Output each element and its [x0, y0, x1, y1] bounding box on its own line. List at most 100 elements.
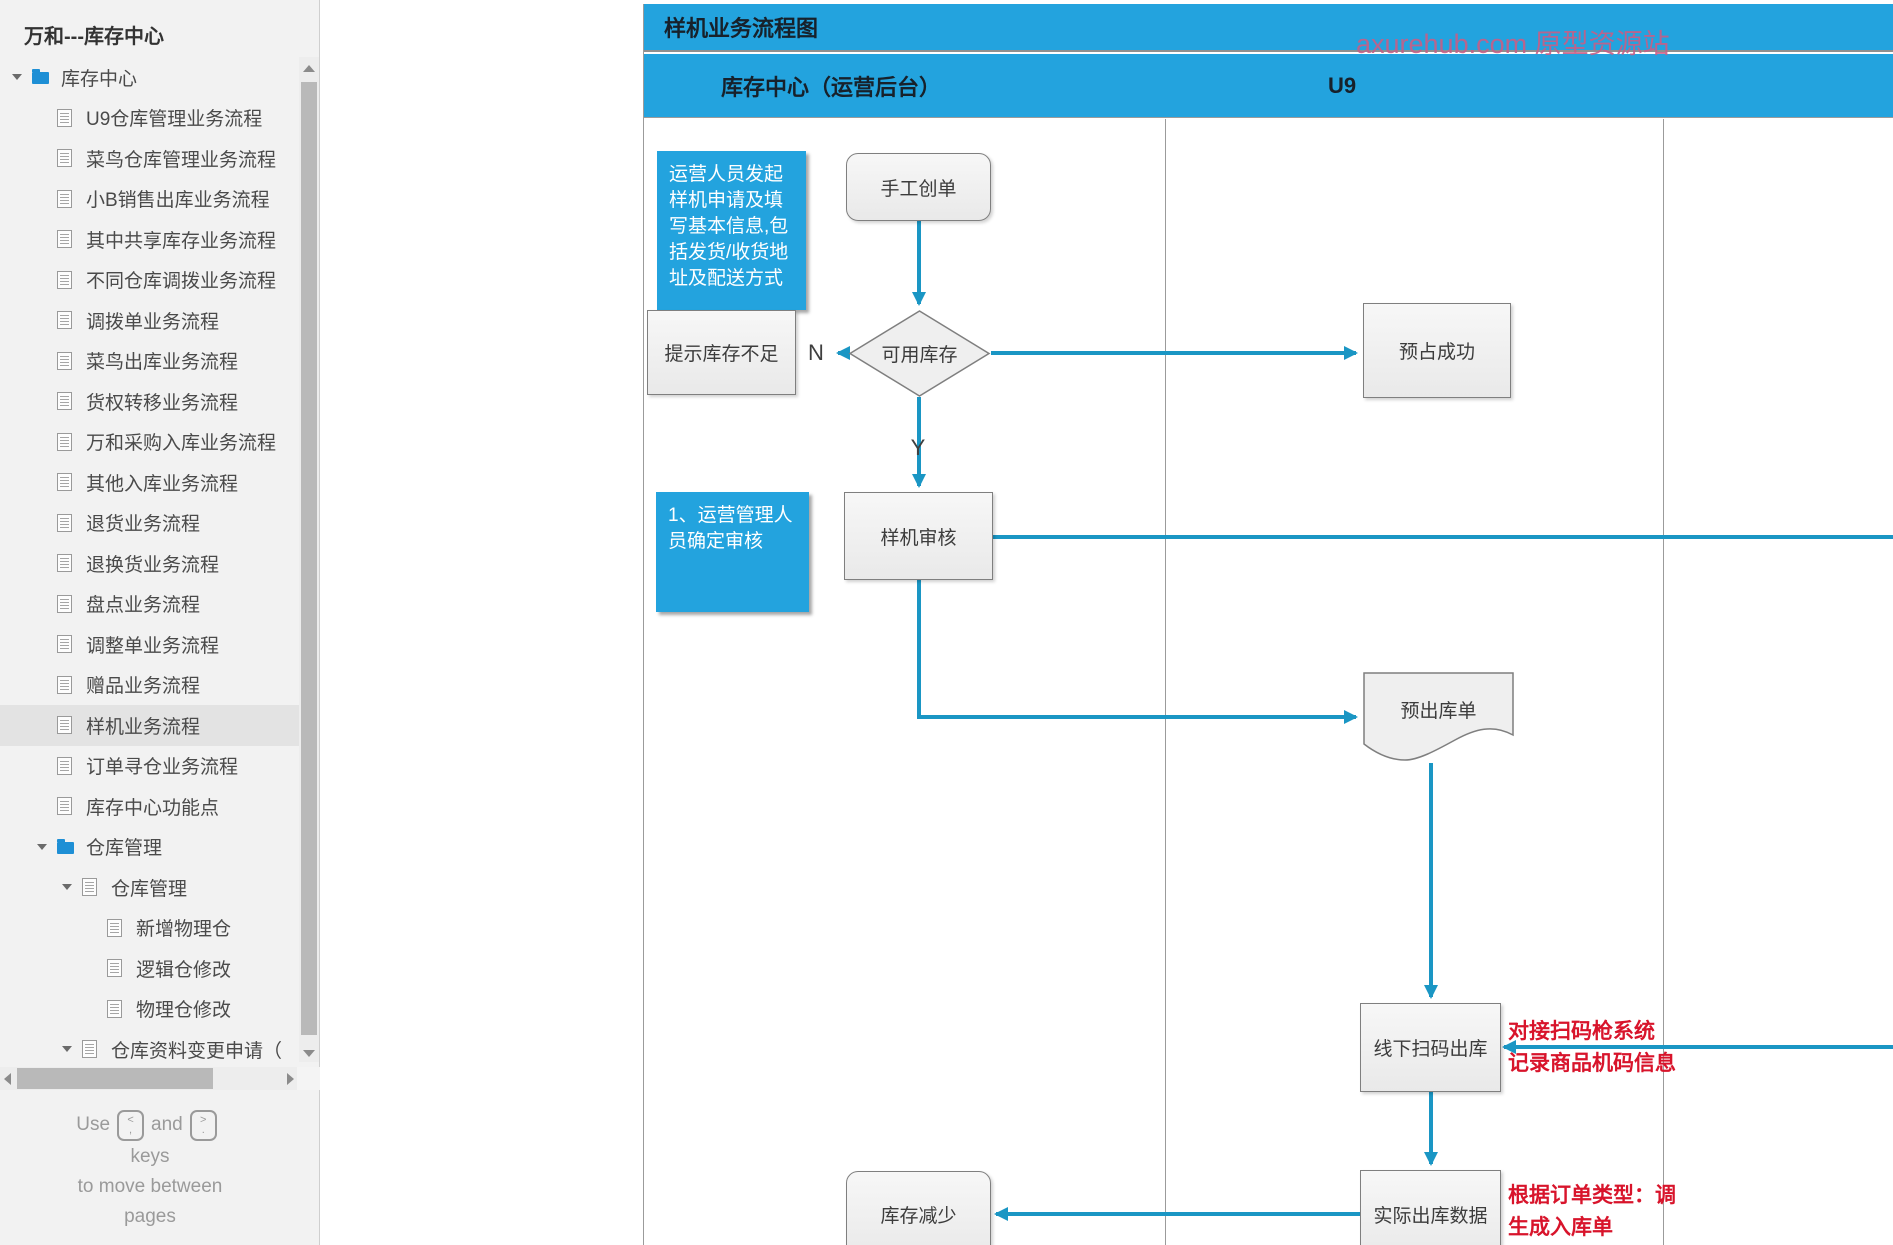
sidebar-tree-item[interactable]: 其中共享库存业务流程: [0, 219, 300, 260]
document-shape: [1363, 672, 1514, 761]
lane-header-u9: U9: [1327, 73, 1357, 98]
sidebar-tree-item[interactable]: 其他入库业务流程: [0, 462, 300, 503]
swimlane-header-row: [644, 54, 1893, 118]
diagram-title-bar: 样机业务流程图: [644, 4, 1893, 52]
flowchart-canvas: 样机业务流程图 库存中心（运营后台） U9 axurehub.com 原型资源站…: [643, 4, 1893, 1245]
diagram-title: 样机业务流程图: [664, 16, 819, 41]
sidebar-tree-item[interactable]: 赠品业务流程: [0, 665, 300, 706]
node-actual-outbound: 实际出库数据: [1360, 1170, 1501, 1245]
annotation-scan-gun: 对接扫码枪系统 记录商品机码信息: [1508, 1020, 1676, 1075]
branch-label-n: N: [808, 340, 824, 365]
hint-use-text: Use: [76, 1114, 111, 1135]
vertical-scrollbar-thumb[interactable]: [301, 82, 317, 1035]
sidebar-tree-item[interactable]: 菜鸟出库业务流程: [0, 341, 300, 382]
page-icon: [57, 797, 72, 816]
connector-layer: [836, 221, 1893, 1221]
node-insufficient-stock: 提示库存不足: [647, 310, 796, 395]
connector-review-to-preoutbound: [917, 580, 1358, 724]
scroll-up-icon[interactable]: [299, 61, 319, 75]
keyboard-navigation-hint: Use < , and > . keys to move between pag…: [0, 1108, 300, 1232]
node-stock-decrease: 库存减少: [846, 1171, 991, 1245]
sidebar-tree-item[interactable]: 样机业务流程: [0, 705, 300, 746]
page-tree: 库存中心 U9仓库管理业务流程 菜鸟仓库管理业务流程 小B销售出库业务流程 其中…: [0, 57, 300, 1070]
node-preempt-success: 预占成功: [1363, 303, 1511, 398]
scrollbar-corner: [297, 1067, 320, 1090]
node-offline-scan: 线下扫码出库: [1360, 1003, 1501, 1092]
page-icon: [57, 554, 72, 573]
sidebar-vertical-scrollbar[interactable]: [299, 57, 319, 1062]
page-icon: [107, 959, 122, 978]
sidebar-tree-item[interactable]: 不同仓库调拨业务流程: [0, 260, 300, 301]
page-icon: [82, 878, 97, 897]
sidebar: 万和---库存中心 库存中心 U9仓库管理业务流程 菜鸟仓库管理业务流程 小B销…: [0, 0, 320, 1245]
sidebar-tree-item[interactable]: 库存中心: [0, 57, 300, 98]
sidebar-tree-item[interactable]: 逻辑仓修改: [0, 948, 300, 989]
page-icon: [57, 594, 72, 613]
folder-icon: [32, 69, 49, 85]
sidebar-horizontal-scrollbar[interactable]: [0, 1067, 297, 1090]
sidebar-tree-item[interactable]: 仓库管理: [0, 867, 300, 908]
scroll-right-icon[interactable]: [283, 1067, 297, 1090]
lane-header-inventory-center: 库存中心（运营后台）: [720, 75, 942, 100]
period-key-icon: > .: [189, 1109, 217, 1141]
page-icon: [57, 149, 72, 168]
page-icon: [57, 513, 72, 532]
hint-line-pages: pages: [124, 1206, 176, 1227]
node-pre-outbound-doc: 预出库单: [1363, 672, 1514, 763]
page-icon: [107, 918, 122, 937]
hint-line-move: to move between: [77, 1176, 223, 1197]
sidebar-tree-item[interactable]: 仓库资料变更申请（: [0, 1029, 300, 1070]
folder-icon: [57, 838, 74, 854]
sidebar-tree-item[interactable]: 新增物理仓: [0, 908, 300, 949]
hint-and-text: and: [151, 1114, 183, 1135]
caret-down-icon[interactable]: [10, 74, 32, 80]
lane-divider-2: [1663, 119, 1664, 1245]
scroll-left-icon[interactable]: [0, 1067, 14, 1090]
sidebar-tree-item[interactable]: 小B销售出库业务流程: [0, 179, 300, 220]
project-title: 万和---库存中心: [24, 26, 164, 48]
node-available-stock-decision: 可用库存: [848, 310, 991, 397]
sidebar-tree-item[interactable]: 物理仓修改: [0, 989, 300, 1030]
diamond-shape: [848, 310, 991, 397]
caret-down-icon[interactable]: [60, 1046, 82, 1052]
page-icon: [57, 311, 72, 330]
page-icon: [57, 635, 72, 654]
page-icon: [57, 432, 72, 451]
sidebar-tree-item[interactable]: 万和采购入库业务流程: [0, 422, 300, 463]
note-sample-request: 运营人员发起样机申请及填写基本信息,包括发货/收货地址及配送方式: [657, 151, 806, 310]
lane-divider-1: [1165, 119, 1166, 1245]
sidebar-tree-item[interactable]: 库存中心功能点: [0, 786, 300, 827]
sidebar-tree-item[interactable]: 调整单业务流程: [0, 624, 300, 665]
page-icon: [57, 756, 72, 775]
node-sample-review: 样机审核: [844, 492, 993, 580]
sidebar-tree-item[interactable]: 退货业务流程: [0, 503, 300, 544]
page-icon: [57, 716, 72, 735]
page-icon: [82, 1040, 97, 1059]
page-icon: [57, 270, 72, 289]
page-icon: [57, 351, 72, 370]
page-icon: [57, 230, 72, 249]
sidebar-tree-item[interactable]: 菜鸟仓库管理业务流程: [0, 138, 300, 179]
page-icon: [57, 189, 72, 208]
sidebar-tree-item[interactable]: 调拨单业务流程: [0, 300, 300, 341]
page-icon: [57, 392, 72, 411]
sidebar-tree-item[interactable]: 退换货业务流程: [0, 543, 300, 584]
hint-line-keys: keys: [130, 1146, 170, 1167]
sidebar-tree-item[interactable]: 货权转移业务流程: [0, 381, 300, 422]
comma-key-icon: < ,: [117, 1109, 145, 1141]
sidebar-tree-item[interactable]: 仓库管理: [0, 827, 300, 868]
sidebar-tree-item[interactable]: 盘点业务流程: [0, 584, 300, 625]
page-icon: [57, 108, 72, 127]
sidebar-tree-item[interactable]: 订单寻仓业务流程: [0, 746, 300, 787]
horizontal-scrollbar-thumb[interactable]: [17, 1068, 213, 1089]
note-review-confirm: 1、运营管理人员确定审核: [656, 492, 809, 612]
annotation-order-type: 根据订单类型：调 生成入库单: [1508, 1184, 1676, 1239]
page-icon: [57, 473, 72, 492]
scroll-down-icon[interactable]: [299, 1046, 319, 1060]
sidebar-tree-item[interactable]: U9仓库管理业务流程: [0, 98, 300, 139]
caret-down-icon[interactable]: [60, 884, 82, 890]
branch-label-y: Y: [910, 435, 926, 460]
caret-down-icon[interactable]: [35, 844, 57, 850]
page-icon: [57, 675, 72, 694]
node-manual-create: 手工创单: [846, 153, 991, 221]
